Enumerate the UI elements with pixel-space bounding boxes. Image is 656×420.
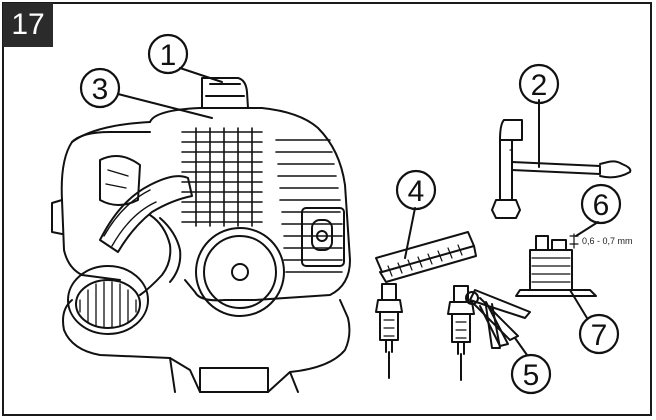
spark-plug-wrench-illustration: [491, 119, 632, 219]
spark-plugs-and-gauge-illustration: [375, 283, 531, 381]
callout-4-label: 4: [408, 175, 425, 208]
callout-5-label: 5: [523, 359, 540, 392]
engine-illustration: [51, 77, 351, 393]
ignition-module-illustration: [515, 233, 597, 297]
figure-number-badge: 17: [3, 3, 53, 47]
gap-measurement-label: 0,6 - 0,7 mm: [582, 236, 633, 246]
callout-circles: [79, 33, 622, 395]
callout-2-label: 2: [531, 69, 548, 102]
callout-1-label: 1: [160, 39, 177, 72]
wire-brush-illustration: [375, 231, 477, 283]
callout-3-label: 3: [92, 73, 109, 106]
callout-6-label: 6: [593, 189, 610, 222]
callout-7-label: 7: [591, 319, 608, 352]
leader-lines: [117, 67, 599, 356]
